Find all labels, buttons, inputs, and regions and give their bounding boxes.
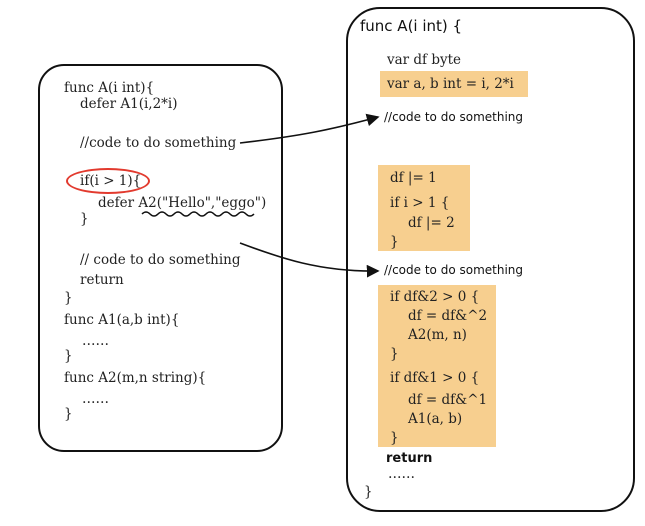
- right-df-or-2: df |= 2: [408, 215, 455, 231]
- right-func-a-header: func A(i int) {: [360, 17, 463, 35]
- left-close-func-a: }: [64, 290, 73, 306]
- right-if-i-gt-1: if i > 1 {: [390, 195, 450, 211]
- right-return: return: [386, 451, 433, 466]
- right-close-if-3: }: [390, 430, 399, 446]
- right-call-a2: A2(m, n): [408, 327, 467, 343]
- left-func-a-signature: func A(i int){: [64, 80, 155, 96]
- right-comment-2: //code to do something: [384, 263, 524, 277]
- left-defer-a1: defer A1(i,2*i): [80, 96, 178, 112]
- right-close-func-a: }: [364, 484, 373, 500]
- left-a2-ellipsis: ……: [82, 391, 109, 407]
- right-clear-bit-2: df = df&^2: [408, 308, 488, 324]
- right-if-df-and-2: if df&2 > 0 {: [390, 289, 480, 305]
- left-return: return: [80, 272, 124, 288]
- right-clear-bit-1: df = df&^1: [408, 392, 488, 408]
- right-close-if-1: }: [390, 234, 399, 250]
- left-comment-2: // code to do something: [80, 252, 241, 268]
- left-a1-ellipsis: ……: [82, 333, 109, 349]
- left-func-a1-signature: func A1(a,b int){: [64, 312, 180, 328]
- right-close-if-2: }: [390, 346, 399, 362]
- right-if-df-and-1: if df&1 > 0 {: [390, 370, 480, 386]
- right-df-or-1: df |= 1: [390, 170, 437, 186]
- highlight-var-ab: [380, 71, 528, 97]
- left-func-a2-signature: func A2(m,n string){: [64, 370, 207, 386]
- right-var-df: var df byte: [387, 52, 462, 68]
- highlight-block-1: [378, 165, 470, 251]
- left-close-func-a2: }: [64, 406, 73, 422]
- right-call-a1: A1(a, b): [408, 411, 463, 427]
- left-comment-1: //code to do something: [80, 135, 237, 151]
- left-close-func-a1: }: [64, 348, 73, 364]
- left-if-condition: if(i > 1){: [80, 173, 142, 189]
- red-circle-annotation: [66, 168, 150, 194]
- left-defer-a2: defer A2("Hello","eggo"): [98, 195, 267, 211]
- right-comment-1: //code to do something: [384, 110, 524, 124]
- right-ellipsis: ……: [388, 466, 415, 482]
- right-var-ab: var a, b int = i, 2*i: [387, 76, 514, 92]
- highlight-block-2: [378, 285, 496, 447]
- left-close-if: }: [80, 211, 89, 227]
